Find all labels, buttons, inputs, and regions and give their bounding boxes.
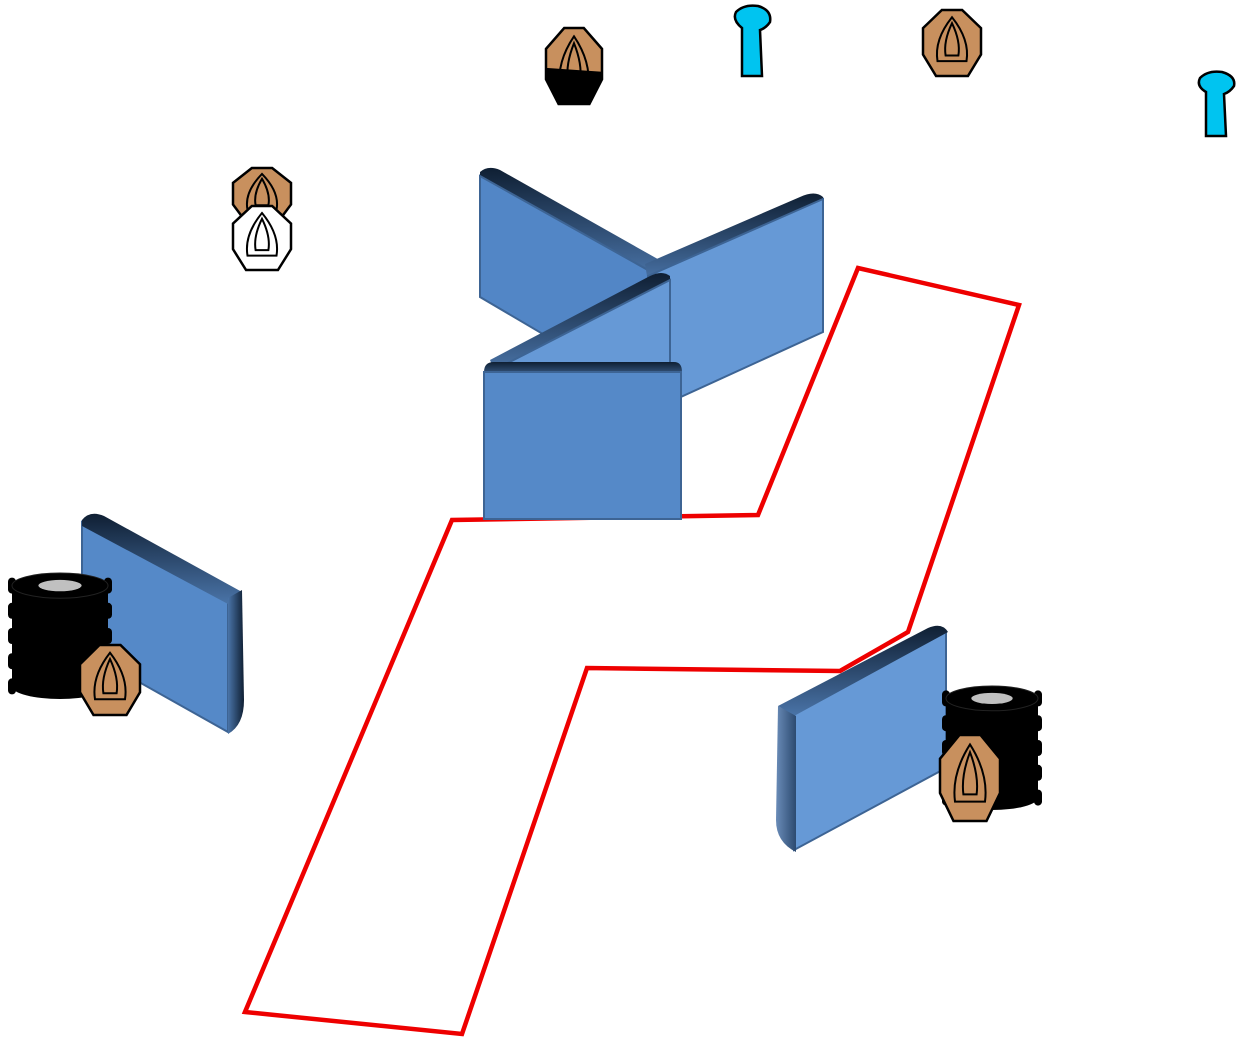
barrel-bump [1034,715,1042,731]
target-tan-top-right [923,10,981,76]
barrel-bump [104,603,112,619]
barrel-top-hole [38,580,81,591]
top-wall-front [484,362,682,519]
barrel-ring [12,598,108,623]
target-body [923,10,981,76]
barrel-ring [946,711,1038,736]
target-body [940,735,1000,821]
target-body [233,206,291,270]
target-tan-black-top-center [546,28,602,104]
barrel-bump [8,603,16,619]
target-tan-right-barrel [940,735,1000,821]
target-white-no-shoot-upper-left [233,206,291,270]
barrel-bump [8,653,16,669]
barrel-bump [8,628,16,644]
barrel-bump [1034,740,1042,756]
barrel-bump [1034,790,1042,806]
barrel-bump [942,715,950,731]
barrel-bump [1034,765,1042,781]
barrel-bump [104,628,112,644]
target-tan-left-barrel [80,645,140,715]
barrel-bump [8,678,16,694]
barrel-ring [12,623,108,648]
popper-blue-right [1199,72,1234,136]
popper-blue-top [735,6,770,76]
target-body [80,645,140,715]
barrel-top-hole [971,693,1012,704]
